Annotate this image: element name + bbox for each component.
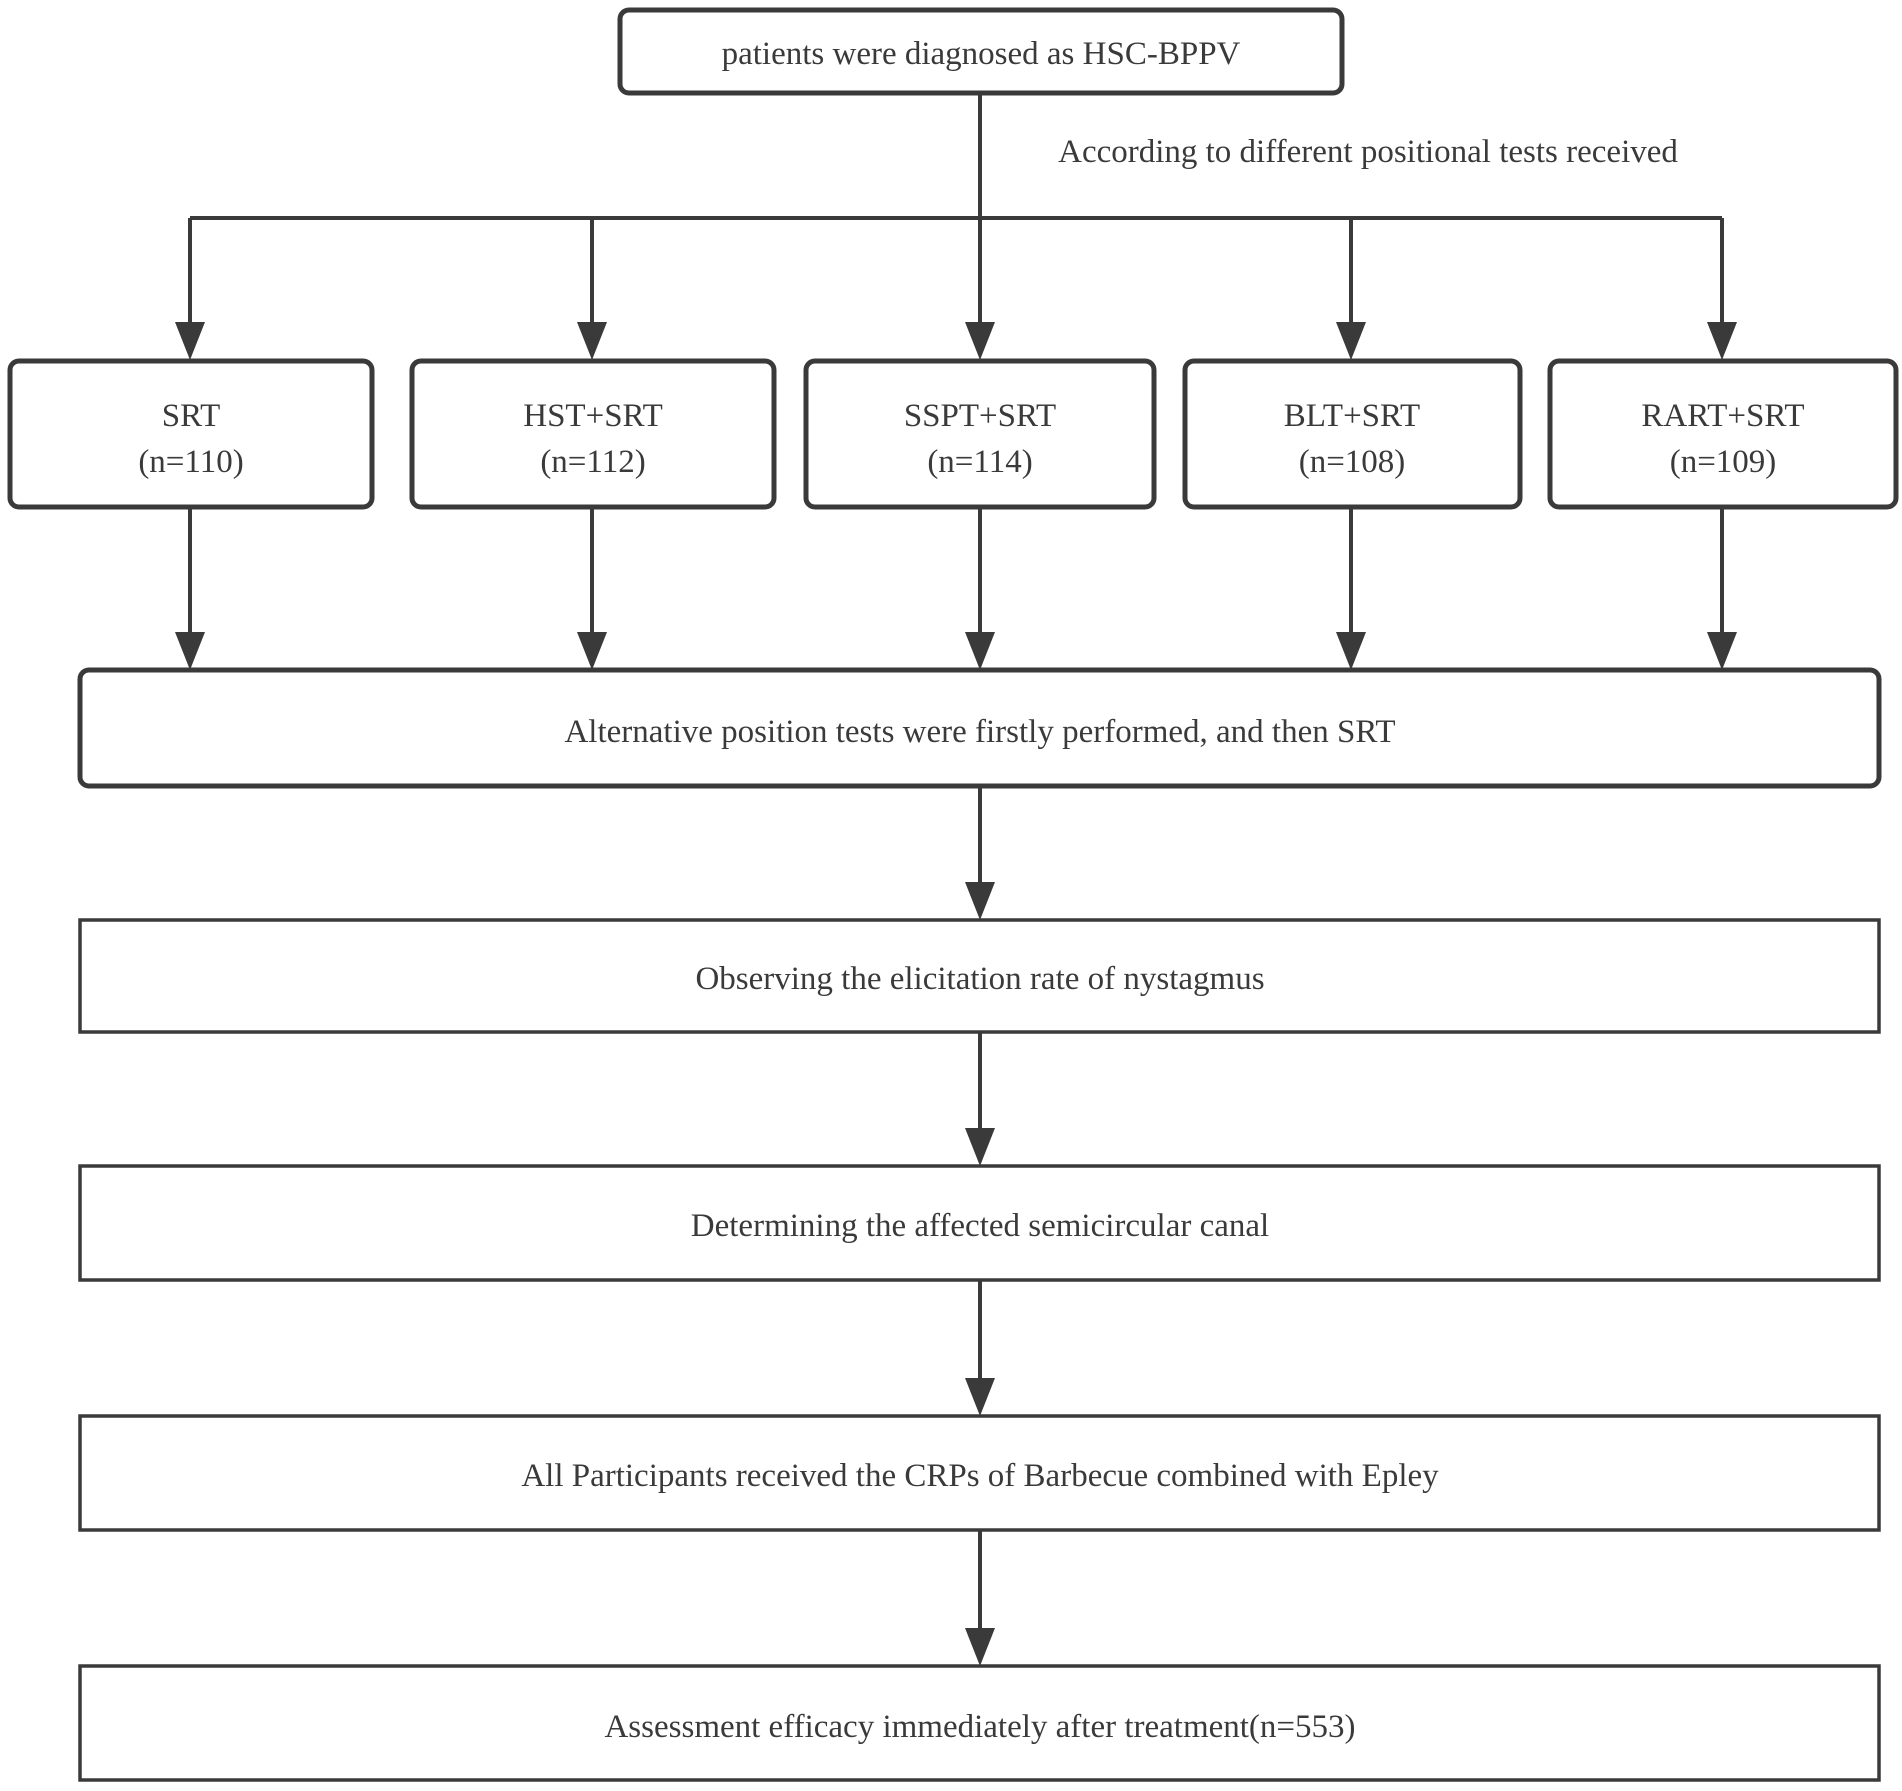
node-group-2: HST+SRT (n=112) [409,358,777,510]
node-step-4: All Participants received the CRPs of Ba… [78,1414,1881,1532]
edges [188,92,1724,1628]
arrowhead [965,1628,995,1666]
node-step-2: Observing the elicitation rate of nystag… [78,918,1881,1034]
node-group-count: (n=108) [1299,444,1406,480]
node-group-5: RART+SRT (n=109) [1547,358,1899,510]
arrowhead [577,322,607,360]
node-group-box [7,358,375,510]
node-group-box [409,358,777,510]
node-top-label: patients were diagnosed as HSC-BPPV [722,36,1241,72]
node-step-label: Observing the elicitation rate of nystag… [695,961,1264,997]
node-group-box [803,358,1157,510]
arrowhead [175,322,205,360]
node-step-label: Assessment efficacy immediately after tr… [604,1709,1355,1745]
arrowhead [175,632,205,670]
node-step-5: Assessment efficacy immediately after tr… [78,1664,1881,1782]
split-note: According to different positional tests … [1058,134,1678,170]
arrowhead [965,882,995,920]
arrowhead [577,632,607,670]
node-group-1: SRT (n=110) [7,358,375,510]
node-group-label: RART+SRT [1641,398,1804,434]
arrowhead [1707,632,1737,670]
node-step-box [77,667,1882,789]
node-group-4: BLT+SRT (n=108) [1182,358,1523,510]
node-step-3: Determining the affected semicircular ca… [78,1164,1881,1282]
node-group-box [1182,358,1523,510]
node-step-box [78,1664,1881,1782]
node-top: patients were diagnosed as HSC-BPPV [617,7,1345,96]
node-step-box [78,1414,1881,1532]
arrowhead [965,1378,995,1416]
node-group-label: HST+SRT [523,398,663,434]
arrowhead [1336,632,1366,670]
node-step-label: All Participants received the CRPs of Ba… [521,1458,1439,1494]
arrowhead [1707,322,1737,360]
arrowhead [965,322,995,360]
node-group-box [1547,358,1899,510]
arrowhead [965,1128,995,1166]
arrowhead [1336,322,1366,360]
node-step-box [78,1164,1881,1282]
node-group-count: (n=110) [138,444,243,480]
node-step-label: Alternative position tests were firstly … [564,714,1395,750]
node-step-label: Determining the affected semicircular ca… [691,1208,1269,1244]
node-step-1: Alternative position tests were firstly … [77,667,1882,789]
node-step-box [78,918,1881,1034]
node-group-3: SSPT+SRT (n=114) [803,358,1157,510]
arrowheads [175,322,1737,1666]
node-group-label: SSPT+SRT [904,398,1056,434]
node-group-count: (n=109) [1670,444,1777,480]
node-group-label: BLT+SRT [1284,398,1420,434]
node-group-count: (n=112) [540,444,645,480]
node-top-box [617,7,1345,96]
node-group-count: (n=114) [927,444,1032,480]
node-group-label: SRT [162,398,221,434]
arrowhead [965,632,995,670]
